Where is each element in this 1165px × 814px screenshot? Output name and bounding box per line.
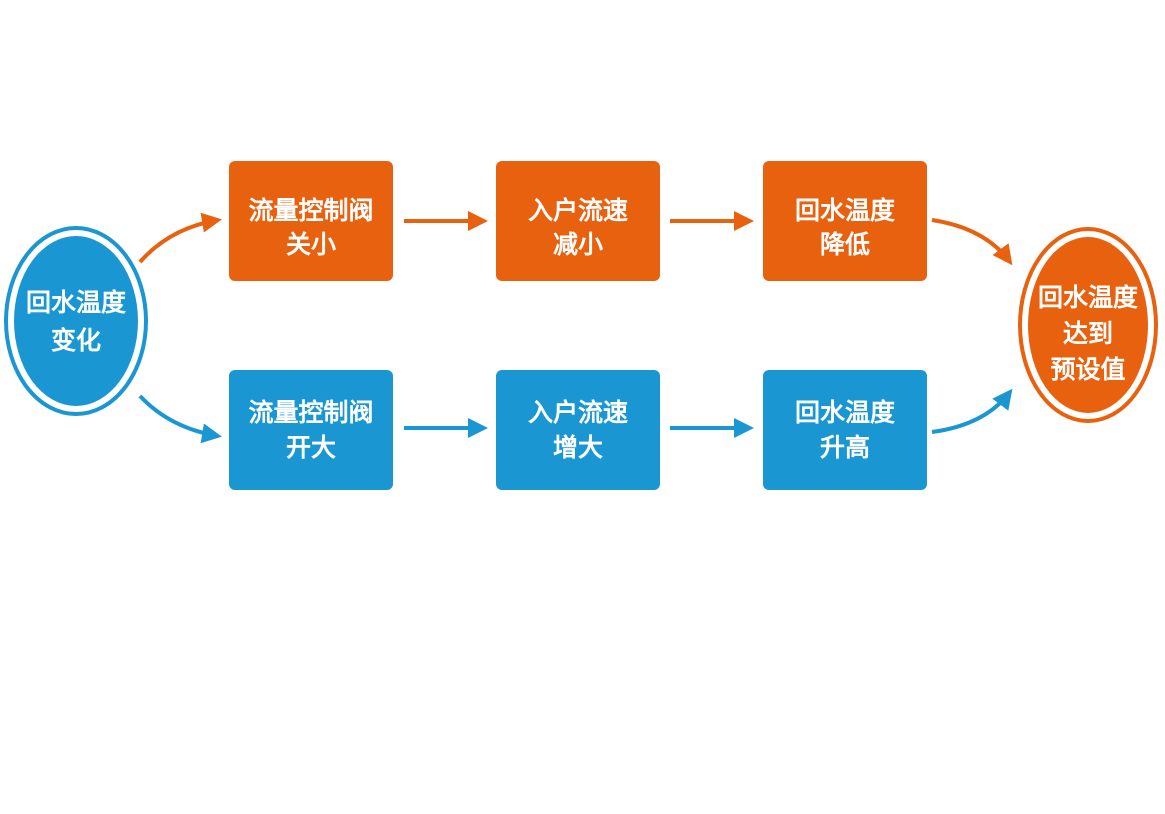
bottom-step-2-line-1: 入户流速 <box>528 398 628 427</box>
top-step-2-box <box>496 161 660 281</box>
top-step-2-line-2: 减小 <box>553 230 603 259</box>
top-step-1-line-2: 关小 <box>286 230 336 259</box>
top-step-3-line-2: 降低 <box>820 230 870 259</box>
bottom-step-1-box <box>229 370 393 490</box>
start-node-line-1: 回水温度 <box>26 288 126 317</box>
end-node-line-1: 回水温度 <box>1038 283 1138 312</box>
end-node-line-2: 达到 <box>1063 319 1113 348</box>
bottom-path: 流量控制阀 开大 入户流速 增大 回水温度 升高 <box>138 370 1013 490</box>
bottom-step-1-line-1: 流量控制阀 <box>248 398 373 427</box>
top-step-1: 流量控制阀 关小 <box>229 161 393 281</box>
end-node-line-3: 预设值 <box>1050 355 1125 384</box>
top-step-2: 入户流速 减小 <box>496 161 660 281</box>
bottom-step-2-box <box>496 370 660 490</box>
start-node: 回水温度 变化 <box>4 226 148 416</box>
end-node-fill <box>1028 237 1148 413</box>
bottom-step-1-line-2: 开大 <box>286 433 336 462</box>
start-node-fill <box>14 236 138 406</box>
bottom-step-1: 流量控制阀 开大 <box>229 370 393 490</box>
bottom-step-2-line-2: 增大 <box>553 433 603 462</box>
bottom-step-3-box <box>763 370 927 490</box>
bottom-step-3-line-1: 回水温度 <box>795 398 895 427</box>
top-step-1-box <box>229 161 393 281</box>
bottom-merge-arrow <box>931 388 1013 434</box>
bottom-step-3-line-2: 升高 <box>820 433 870 462</box>
bottom-step-3: 回水温度 升高 <box>763 370 927 490</box>
top-path: 流量控制阀 关小 入户流速 减小 回水温度 降低 <box>138 161 1013 281</box>
start-node-line-2: 变化 <box>51 326 101 355</box>
bottom-step-2: 入户流速 增大 <box>496 370 660 490</box>
top-step-3: 回水温度 降低 <box>763 161 927 281</box>
start-node-outer-ring <box>4 226 148 416</box>
top-step-2-line-1: 入户流速 <box>528 196 628 225</box>
end-node: 回水温度 达到 预设值 <box>1018 227 1158 423</box>
top-branch-arrow <box>138 212 222 264</box>
bottom-branch-arrow <box>138 394 222 444</box>
end-node-outer-ring <box>1018 227 1158 423</box>
top-merge-arrow <box>931 218 1013 266</box>
top-step-1-line-1: 流量控制阀 <box>248 196 373 225</box>
top-step-3-line-1: 回水温度 <box>795 196 895 225</box>
top-step-3-box <box>763 161 927 281</box>
